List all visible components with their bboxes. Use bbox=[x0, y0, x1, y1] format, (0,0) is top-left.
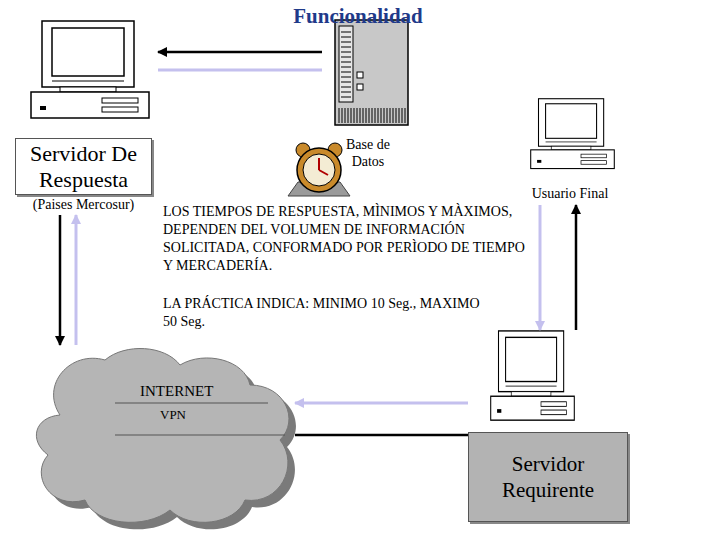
server-vents bbox=[341, 32, 351, 97]
flow-arrow bbox=[75, 215, 78, 345]
network-label: INTERNET bbox=[140, 383, 230, 400]
clock-hands bbox=[319, 158, 328, 175]
cloud-outline bbox=[36, 349, 289, 523]
flow-arrow bbox=[539, 205, 542, 330]
diagram-title: Funcionalidad bbox=[210, 4, 506, 29]
network-label: VPN bbox=[160, 407, 220, 422]
node-title: Servidor De Respuesta bbox=[15, 138, 152, 195]
node-title: Servidor Requirente bbox=[468, 432, 628, 522]
clock-body bbox=[297, 148, 341, 192]
computer-icon bbox=[531, 99, 615, 169]
tunnel-line bbox=[115, 434, 285, 435]
node-label: Usuario Final bbox=[520, 185, 620, 202]
tunnel-line bbox=[115, 402, 268, 403]
server-node: Servidor De Respuesta (Paises Mercosur) bbox=[15, 20, 158, 215]
server-case bbox=[335, 20, 408, 125]
server-panel bbox=[339, 26, 353, 102]
computer-icon bbox=[491, 331, 575, 420]
server-tower bbox=[335, 20, 408, 125]
node-label: Base de Datos bbox=[337, 136, 399, 170]
server-button bbox=[357, 72, 363, 78]
server-button bbox=[357, 84, 363, 90]
note-text: LOS TIEMPOS DE RESPUESTA, MÌNIMOS Y MÀXI… bbox=[163, 203, 529, 275]
computer-icon bbox=[31, 21, 149, 118]
node-subtitle: (Paises Mercosur) bbox=[15, 197, 152, 213]
flow-arrow bbox=[295, 402, 468, 405]
flow-arrow bbox=[59, 215, 62, 345]
flow-arrow bbox=[575, 205, 578, 330]
user-node: Usuario Final bbox=[520, 98, 620, 205]
note-text: LA PRÁCTICA INDICA: MINIMO 10 Seg., MAXI… bbox=[163, 295, 485, 331]
cloud-node: INTERNET VPN bbox=[30, 345, 295, 525]
server-grille bbox=[339, 108, 405, 123]
flow-arrow bbox=[295, 434, 468, 437]
flow-arrow bbox=[158, 51, 322, 54]
server-node: Servidor Requirente bbox=[468, 330, 628, 522]
flow-arrow bbox=[158, 69, 322, 72]
clock-icon bbox=[288, 143, 350, 196]
clock-face bbox=[303, 154, 335, 186]
database-node: Base de Datos bbox=[322, 18, 412, 173]
cloud-shape bbox=[30, 345, 295, 525]
